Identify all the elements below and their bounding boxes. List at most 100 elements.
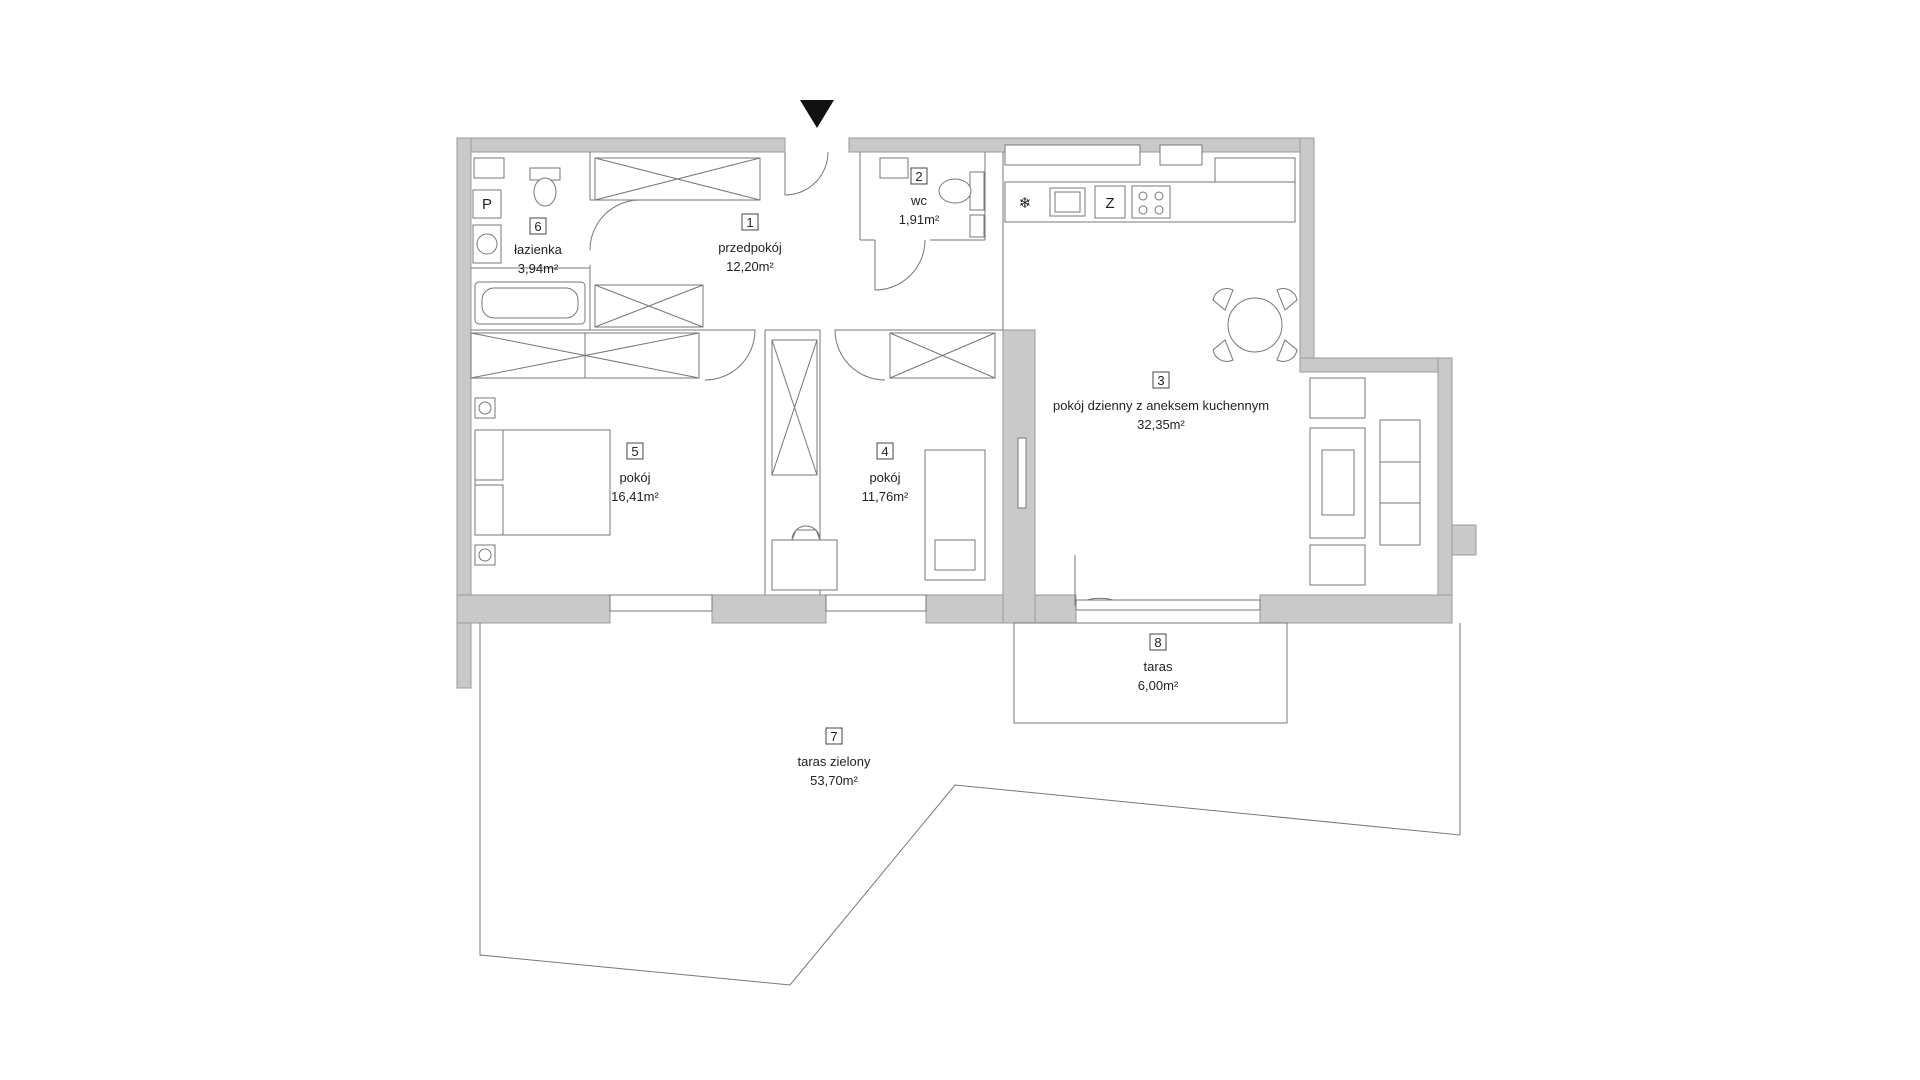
room-area: 12,20m² — [726, 259, 774, 274]
entrance-arrow-icon — [800, 100, 834, 128]
chair-3 — [1212, 339, 1234, 362]
window-bathroom — [473, 157, 505, 179]
wall-step — [1299, 357, 1453, 373]
wardrobe-hall-2 — [594, 284, 704, 328]
wc-sink — [879, 157, 909, 179]
room-label-room4: 4 pokój 11,76m² — [862, 442, 909, 504]
toilet-bath — [533, 177, 557, 207]
room-name: pokój dzienny z aneksem kuchennym — [1053, 398, 1269, 413]
wall-pillar — [1451, 524, 1477, 556]
sofa — [1379, 419, 1421, 546]
wardrobe-room4-b — [889, 332, 996, 379]
room-name: przedpokój — [718, 240, 782, 255]
room-name: taras — [1144, 659, 1173, 674]
wall-top-left — [456, 137, 786, 153]
green-terrace-outline — [479, 623, 1461, 986]
wardrobe-room4-a — [771, 339, 818, 476]
bathroom-fixtures: P — [472, 167, 586, 325]
cooktop — [1131, 185, 1171, 219]
terrace-door — [1074, 555, 1126, 606]
window-room5 — [609, 594, 713, 612]
sliding-door — [1017, 437, 1027, 509]
room-area: 32,35m² — [1137, 417, 1185, 432]
washer — [472, 189, 502, 219]
desk-room4 — [771, 539, 838, 591]
room-area: 6,00m² — [1138, 678, 1179, 693]
room-area: 53,70m² — [810, 773, 858, 788]
room-number: 7 — [830, 729, 837, 744]
room5-furniture — [474, 397, 611, 566]
living-furniture — [1309, 377, 1421, 586]
wc-shelf — [969, 214, 985, 238]
dining-table — [1227, 297, 1283, 353]
room-number: 8 — [1154, 635, 1161, 650]
dining-set — [1212, 288, 1298, 362]
chair-4 — [1276, 339, 1298, 362]
room-label-living: 3 pokój dzienny z aneksem kuchennym 32,3… — [1053, 371, 1269, 432]
room-name: pokój — [869, 470, 900, 485]
bed-room4 — [924, 449, 986, 581]
wall-bottom-1 — [456, 594, 611, 624]
kitchen-sink — [1049, 187, 1086, 217]
washer-label: P — [482, 196, 492, 213]
room-number: 4 — [881, 444, 888, 459]
freezer-symbol: ❄ — [1019, 195, 1032, 212]
kitchen-upper-cabinet — [1214, 157, 1296, 183]
bathtub — [474, 281, 586, 325]
coffee-table — [1321, 449, 1355, 516]
wc-toilet — [938, 178, 972, 204]
wardrobes — [470, 157, 996, 476]
armchair-top — [1309, 377, 1366, 419]
room-number: 5 — [631, 444, 638, 459]
room-number: 3 — [1157, 373, 1164, 388]
window-kitchen — [1004, 144, 1141, 166]
room-name: pokój — [619, 470, 650, 485]
chair-1 — [1212, 288, 1234, 311]
wall-right-upper — [1299, 137, 1315, 361]
room-area: 16,41m² — [611, 489, 659, 504]
desk-chair — [791, 525, 821, 541]
entrance-door — [784, 151, 829, 196]
chair-2 — [1276, 288, 1298, 311]
room-number: 2 — [915, 169, 922, 184]
wc-door — [874, 239, 926, 291]
wall-bottom-3 — [925, 594, 1077, 624]
wardrobe-hall — [594, 157, 761, 201]
room-labels: 1 przedpokój 12,20m² 2 wc 1,91m² 3 pokój… — [514, 167, 1269, 788]
room-area: 1,91m² — [899, 212, 940, 227]
nightstand-1 — [474, 397, 496, 419]
wall-bottom-4 — [1259, 594, 1453, 624]
room-number: 1 — [746, 215, 753, 230]
room-label-green-terrace: 7 taras zielony 53,70m² — [798, 727, 871, 788]
wall-left — [456, 137, 472, 689]
room-label-room5: 5 pokój 16,41m² — [611, 442, 660, 504]
wall-right-lower — [1437, 357, 1453, 624]
room-name: taras zielony — [798, 754, 871, 769]
room-number: 6 — [534, 219, 541, 234]
nightstand-2 — [474, 544, 496, 566]
room-label-lazienka: 6 łazienka 3,94m² — [514, 217, 563, 276]
room-label-terrace: 8 taras 6,00m² — [1138, 633, 1179, 693]
fridge-label: Z — [1105, 195, 1114, 212]
terraces — [479, 622, 1461, 986]
room-label-przedpokoj: 1 przedpokój 12,20m² — [718, 213, 782, 274]
room-area: 3,94m² — [518, 261, 559, 276]
bathroom-door — [589, 199, 641, 251]
window-kitchen-2 — [1159, 144, 1203, 166]
wardrobe-room5 — [470, 332, 700, 379]
kitchen: ❄ Z — [1004, 157, 1296, 223]
room4-door — [834, 329, 886, 381]
wall-bottom-2 — [711, 594, 827, 624]
armchair-bottom — [1309, 544, 1366, 586]
fridge — [1094, 185, 1126, 219]
window-living — [1075, 599, 1261, 611]
room5-door — [704, 329, 756, 381]
washbasin — [472, 224, 502, 264]
wc-fixtures — [879, 157, 985, 238]
room-name: wc — [910, 193, 927, 208]
partitions — [471, 152, 1004, 595]
room-label-wc: 2 wc 1,91m² — [899, 167, 940, 227]
windows — [473, 144, 1261, 612]
terrace-outline — [1013, 622, 1288, 724]
